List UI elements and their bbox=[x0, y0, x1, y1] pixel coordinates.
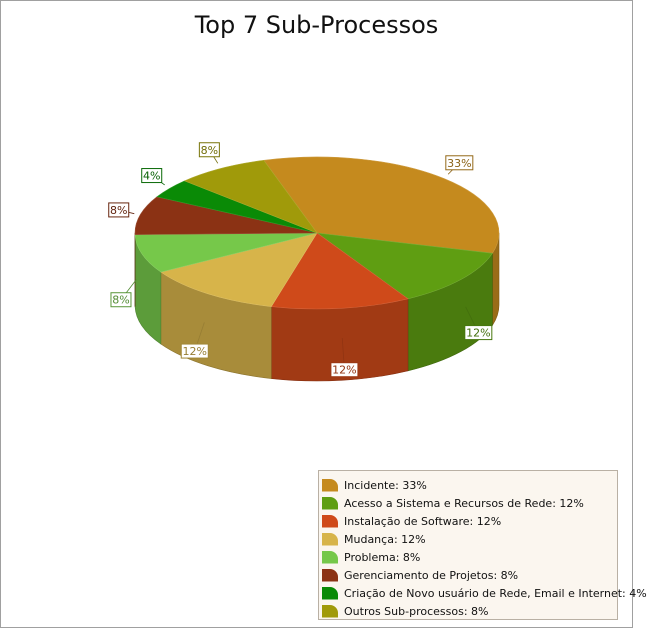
legend-item-3: Mudança: 12% bbox=[322, 530, 617, 548]
pie-slice-1 bbox=[315, 232, 493, 300]
slice-label-1: 12% bbox=[466, 327, 490, 340]
legend-item-4: Problema: 8% bbox=[322, 548, 617, 566]
pie-slice-5 bbox=[134, 196, 318, 235]
label-box-1 bbox=[464, 325, 493, 341]
legend-label-5: Gerenciamento de Projetos: 8% bbox=[344, 568, 519, 582]
slice-label-6: 4% bbox=[143, 170, 160, 183]
label-box-4 bbox=[110, 292, 132, 308]
legend-label-2: Instalação de Software: 12% bbox=[344, 514, 502, 528]
pie-sides bbox=[134, 232, 500, 382]
legend-item-7: Outros Sub-processos: 8% bbox=[322, 602, 617, 620]
legend-label-0: Incidente: 33% bbox=[344, 478, 427, 492]
slice-label-7: 8% bbox=[201, 144, 218, 157]
label-box-5 bbox=[108, 202, 130, 218]
legend: Incidente: 33% Acesso a Sistema e Recurso… bbox=[318, 470, 647, 620]
label-box-0 bbox=[445, 155, 474, 171]
slice-label-0: 33% bbox=[447, 157, 471, 170]
legend-label-1: Acesso a Sistema e Recursos de Rede: 12% bbox=[344, 496, 584, 510]
slice-label-4: 8% bbox=[112, 294, 129, 307]
legend-item-6: Criação de Novo usuário de Rede, Email e… bbox=[322, 584, 647, 602]
legend-label-4: Problema: 8% bbox=[344, 550, 421, 564]
pie-slice-7 bbox=[183, 160, 318, 234]
legend-swatch-4 bbox=[322, 550, 338, 564]
pie-slice-3 bbox=[160, 232, 318, 307]
pie-chart: 33% 12% 12% 12% 8% 8% 4% 8% bbox=[108, 142, 500, 382]
legend-swatch-0 bbox=[322, 478, 338, 492]
label-box-7 bbox=[198, 142, 220, 158]
chart-title: Top 7 Sub-Processos bbox=[194, 11, 439, 39]
legend-item-0: Incidente: 33% bbox=[322, 476, 617, 494]
pie-slice-4 bbox=[134, 232, 318, 273]
slice-label-5: 8% bbox=[110, 204, 127, 217]
legend-label-6: Criação de Novo usuário de Rede, Email e… bbox=[344, 586, 647, 600]
pie-slice-0 bbox=[263, 156, 500, 254]
legend-swatch-2 bbox=[322, 514, 338, 528]
legend-item-2: Instalação de Software: 12% bbox=[322, 512, 617, 530]
legend-item-5: Gerenciamento de Projetos: 8% bbox=[322, 566, 617, 584]
legend-swatch-7 bbox=[322, 604, 338, 618]
slice-label-3: 12% bbox=[183, 345, 207, 358]
label-box-3 bbox=[180, 343, 209, 359]
pie-tops bbox=[134, 156, 500, 310]
legend-swatch-3 bbox=[322, 532, 338, 546]
pie-labels: 33% 12% 12% 12% 8% 8% 4% 8% bbox=[108, 142, 493, 378]
legend-item-1: Acesso a Sistema e Recursos de Rede: 12% bbox=[322, 494, 617, 512]
legend-label-7: Outros Sub-processos: 8% bbox=[344, 604, 489, 618]
slice-label-2: 12% bbox=[332, 364, 356, 377]
label-box-6 bbox=[141, 168, 163, 184]
legend-label-3: Mudança: 12% bbox=[344, 532, 426, 546]
legend-swatch-1 bbox=[322, 496, 338, 510]
label-box-2 bbox=[330, 362, 359, 378]
legend-swatch-5 bbox=[322, 568, 338, 582]
legend-swatch-6 bbox=[322, 586, 338, 600]
